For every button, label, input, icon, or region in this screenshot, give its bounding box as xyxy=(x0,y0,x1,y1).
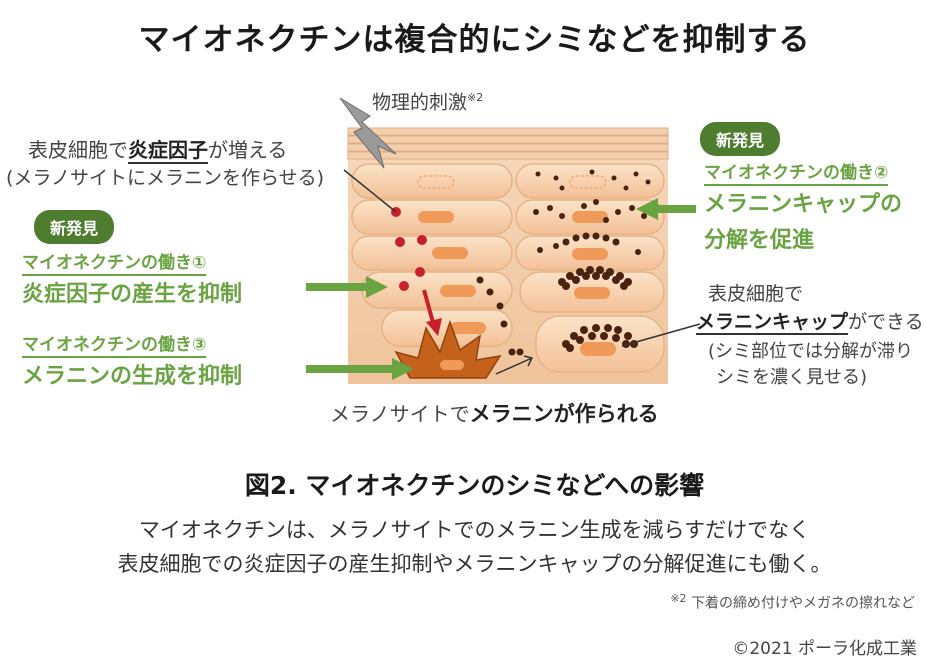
transfer-dots xyxy=(476,276,524,356)
melanin-cap-text-2: メラニンキャップができる xyxy=(696,311,924,335)
stimulus-label: 物理的刺激※2 xyxy=(372,91,484,114)
new-finding-badge-right: 新発見 xyxy=(700,122,781,156)
melanocyte xyxy=(394,319,502,379)
action1-heading: マイオネクチンの働き① xyxy=(22,252,207,276)
arrow-icon-2 xyxy=(636,198,696,220)
new-finding-badge-left: 新発見 xyxy=(34,210,115,244)
footnote: ※2 下着の締め付けやメガネの擦れなど xyxy=(670,592,915,612)
action2-body-line2: 分解を促進 xyxy=(704,228,815,253)
caption-line-1: マイオネクチンは、メラノサイトでのメラニン生成を減らすだけでなく xyxy=(138,518,811,542)
action3-heading: マイオネクチンの働き③ xyxy=(22,334,207,358)
inflammation-increase-text: 表皮細胞で炎症因子が増える xyxy=(28,138,288,164)
arrow-icon-1 xyxy=(306,276,388,298)
action2-heading: マイオネクチンの働き② xyxy=(704,162,889,186)
caption-line-2: 表皮細胞での炎症因子の産生抑制やメラニンキャップの分解促進にも働く。 xyxy=(117,552,832,576)
skin-diagram xyxy=(339,97,669,384)
action2-body-line1: メラニンキャップの xyxy=(704,192,903,217)
action1-body: 炎症因子の産生を抑制 xyxy=(22,282,243,307)
page-title: マイオネクチンは複合的にシミなどを抑制する xyxy=(138,22,811,58)
inflammation-arrow xyxy=(422,289,442,336)
lightning-icon xyxy=(339,97,397,169)
copyright: ©2021 ポーラ化成工業 xyxy=(732,639,917,659)
melanin-cap-text-3: (シミ部位では分解が滞り xyxy=(708,341,914,362)
melanin-cap-text-1: 表皮細胞で xyxy=(708,283,804,305)
melanocyte-nucleus xyxy=(440,360,464,370)
inflammation-increase-note: (メラノサイトにメラニンを作らせる) xyxy=(6,167,325,189)
figure-title: 図2. マイオネクチンのシミなどへの影響 xyxy=(244,471,705,500)
action3-body: メラニンの生成を抑制 xyxy=(22,364,243,389)
corneum-layers xyxy=(347,127,669,160)
melanocyte-label: メラノサイトでメラニンが作られる xyxy=(330,402,659,426)
nuclei xyxy=(417,175,616,356)
arrow-icon-3 xyxy=(306,358,414,380)
melanin-dots xyxy=(533,169,651,255)
melanin-cap-text-4: シミを濃く見せる) xyxy=(716,367,868,388)
right-cells xyxy=(515,163,665,373)
